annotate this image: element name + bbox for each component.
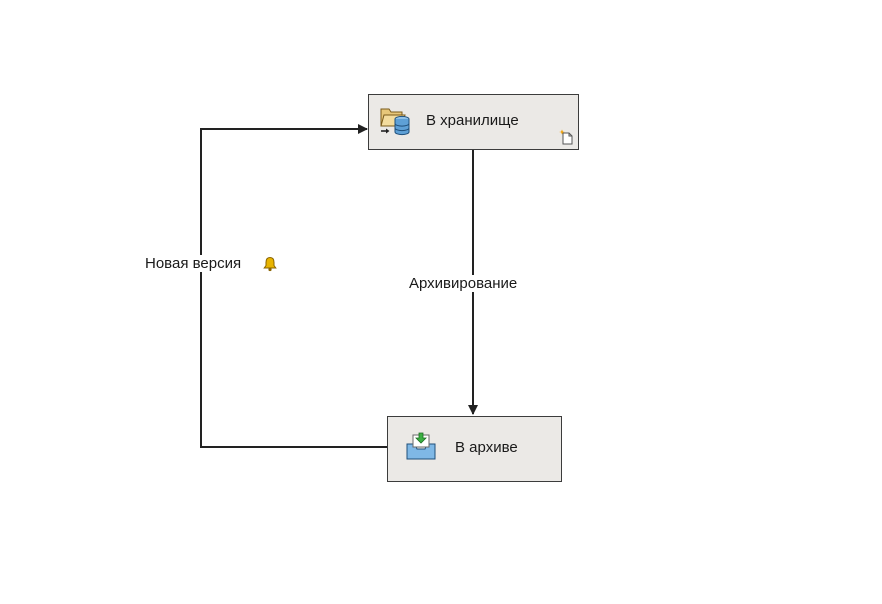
state-node-storage-label: В хранилище — [426, 112, 519, 129]
folder-database-icon — [380, 108, 410, 136]
bell-icon — [263, 256, 277, 272]
state-node-storage[interactable]: В хранилище — [368, 94, 579, 150]
new-document-icon — [559, 129, 573, 145]
edge-new-version-label: Новая версия — [145, 255, 242, 272]
state-node-archive-label: В архиве — [455, 439, 518, 456]
state-node-archive[interactable]: В архиве — [387, 416, 562, 482]
edge-new-version-line[interactable] — [200, 124, 387, 448]
edge-archiving-label: Архивирование — [409, 275, 518, 292]
inbox-tray-icon — [406, 432, 436, 460]
